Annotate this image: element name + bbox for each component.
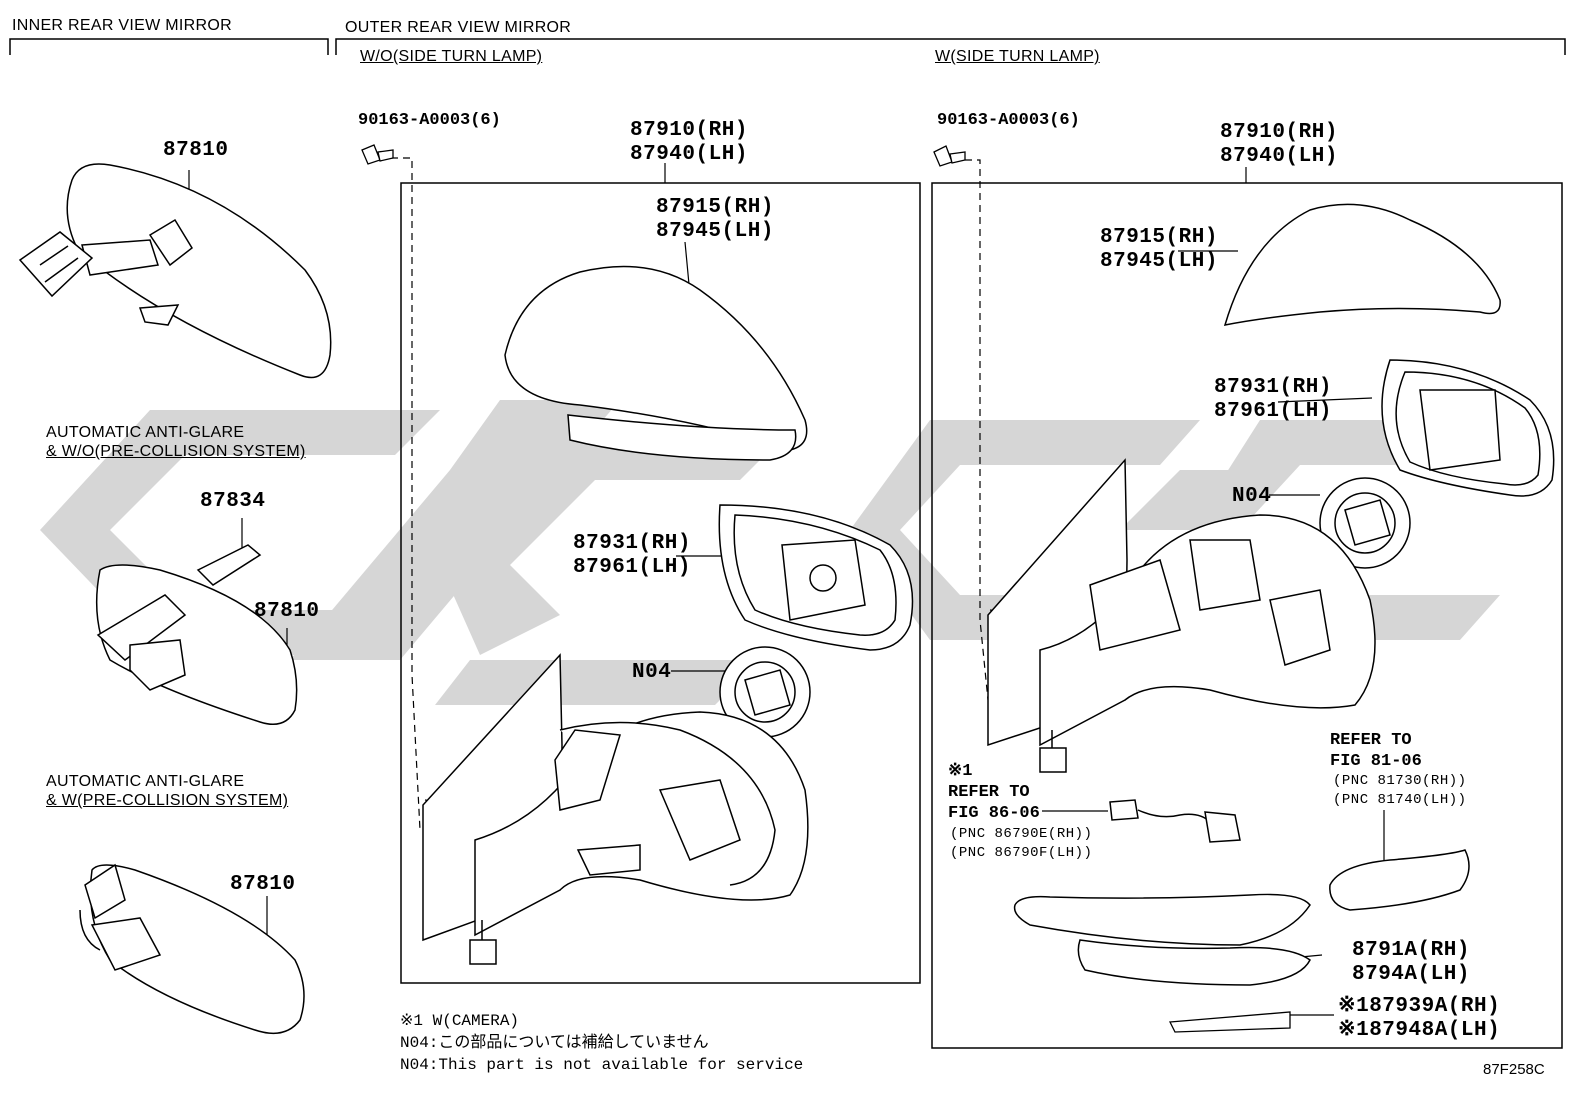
screw-right: [933, 145, 966, 167]
inner-mirror-2: [95, 544, 298, 725]
motor-part-code: N04: [632, 661, 672, 684]
section-title-outer: OUTER REAR VIEW MIRROR: [345, 19, 572, 36]
assembly-frames: [400, 182, 1563, 1049]
cover-part-number: 87915(RH)87945(LH): [656, 196, 774, 243]
left-motor: [719, 646, 811, 738]
cover-part-number-right: 87915(RH)87945(LH): [1100, 226, 1218, 273]
clip-part-number: ※187939A(RH)※187948A(LH): [1338, 995, 1501, 1042]
right-glass: [1381, 359, 1555, 497]
left-housing: [422, 653, 809, 965]
camera-reference: ※1 REFER TO FIG 86-06: [948, 762, 1040, 823]
screw-part-number-right: 90163-A0003(6): [937, 111, 1080, 130]
motor-part-code-right: N04: [1232, 485, 1272, 508]
inner-mirror-1: [18, 163, 332, 379]
screw-left: [361, 144, 394, 165]
housing-part-number: 8791A(RH)8794A(LH): [1352, 939, 1470, 986]
section-title-w-lamp: W(SIDE TURN LAMP): [935, 48, 1100, 65]
variant-label-w-precollision: AUTOMATIC ANTI-GLARE & W(PRE-COLLISION S…: [46, 773, 289, 809]
footnotes: ※1 W(CAMERA) N04:この部品については補給していません N04:T…: [400, 1012, 804, 1074]
right-camera: [1109, 799, 1241, 843]
assembly-part-number-right: 87910(RH)87940(LH): [1220, 121, 1338, 168]
section-brackets: [9, 38, 1566, 55]
right-lower-housing: [1013, 893, 1311, 986]
section-title-wo-lamp: W/O(SIDE TURN LAMP): [360, 48, 543, 65]
right-turn-lamp: [1329, 849, 1470, 911]
part-number-87810-variant1: 87810: [254, 600, 320, 623]
right-motor: [1319, 477, 1411, 569]
right-clip: [1168, 1011, 1291, 1033]
turn-lamp-reference: REFER TO FIG 81-06: [1330, 731, 1422, 771]
turn-lamp-pnc: (PNC 81730(RH)) (PNC 81740(LH)): [1333, 773, 1467, 808]
part-number-87834: 87834: [200, 490, 266, 513]
variant-label-wo-precollision: AUTOMATIC ANTI-GLARE & W/O(PRE-COLLISION…: [46, 424, 306, 460]
assembly-part-number: 87910(RH)87940(LH): [630, 119, 748, 166]
glass-part-number: 87931(RH)87961(LH): [573, 532, 691, 579]
part-number-87810-variant2: 87810: [230, 873, 296, 896]
left-glass: [718, 504, 914, 651]
figure-code: 87F258C: [1483, 1061, 1545, 1078]
inner-mirror-3: [79, 863, 305, 1035]
right-housing: [987, 458, 1376, 773]
glass-part-number-right: 87931(RH)87961(LH): [1214, 376, 1332, 423]
camera-pnc: (PNC 86790E(RH)) (PNC 86790F(LH)): [950, 826, 1093, 861]
section-title-inner: INNER REAR VIEW MIRROR: [12, 17, 232, 34]
screw-part-number: 90163-A0003(6): [358, 111, 501, 130]
left-cover: [504, 265, 808, 461]
part-number-87810: 87810: [163, 139, 229, 162]
right-cover: [1223, 203, 1501, 326]
